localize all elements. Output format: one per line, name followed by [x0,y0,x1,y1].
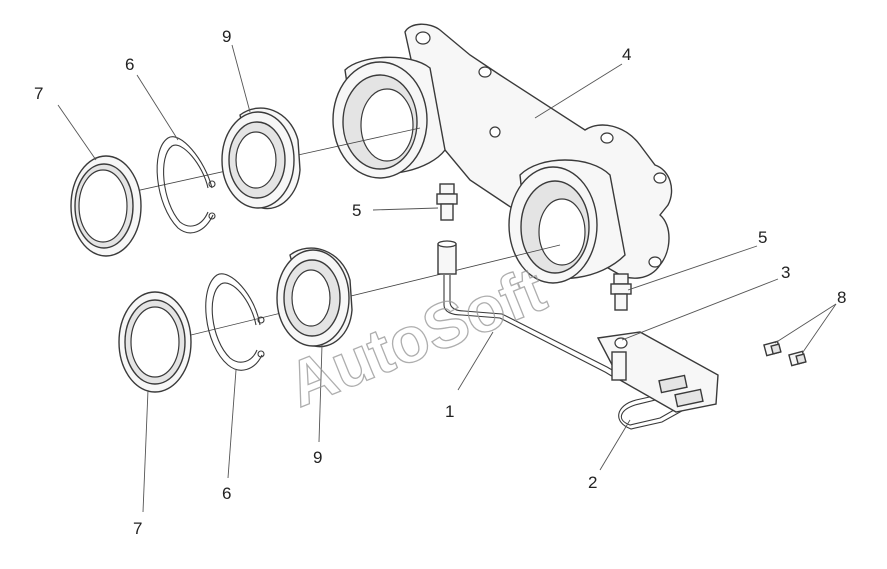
fitting-lower [610,273,632,311]
grease-nipple-1 [763,340,782,357]
retaining-ring-lower [205,273,265,371]
sleeve-coupling [437,240,457,275]
lower-axis-line [149,244,561,346]
callout-3: 3 [781,263,790,282]
callout-6-lower: 6 [222,484,231,503]
callout-9-upper: 9 [222,27,231,46]
retaining-ring-upper [156,136,216,234]
bearing-lower [276,247,353,348]
pipe-2 [618,387,699,430]
leader-lines [57,44,837,513]
callout-7-lower: 7 [133,519,142,538]
callout-7-upper: 7 [34,84,43,103]
grease-nipple-2 [788,350,807,367]
fitting-upper [436,183,458,221]
callout-8: 8 [837,288,846,307]
seal-ring-lower [118,291,192,393]
callout-4: 4 [622,45,631,64]
callout-5-upper: 5 [352,201,361,220]
callout-5-lower: 5 [758,228,767,247]
seal-ring-upper [70,155,142,257]
housing-bracket [332,23,673,284]
callout-9-lower: 9 [313,448,322,467]
callout-6-upper: 6 [125,55,134,74]
bearing-upper [221,107,301,210]
callout-1: 1 [445,402,454,421]
clip-plate [596,331,719,413]
callout-2: 2 [588,473,597,492]
